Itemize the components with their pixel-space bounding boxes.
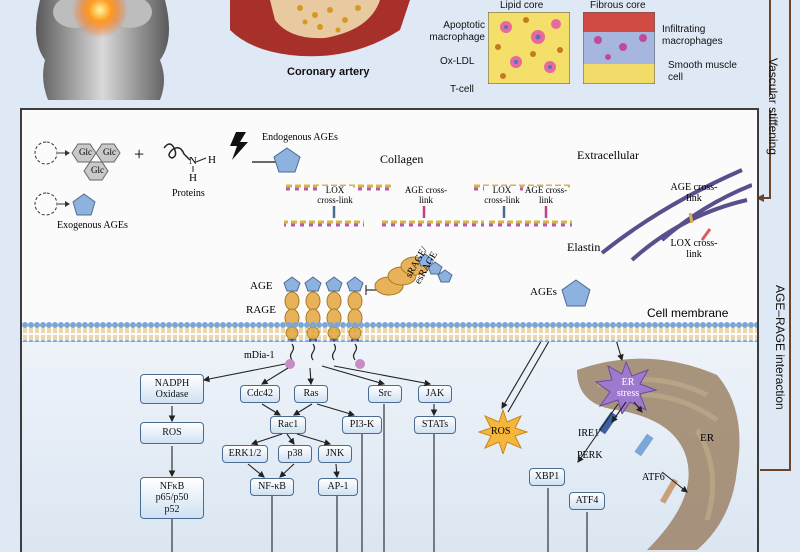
cdc42-box: Cdc42 [240, 385, 280, 403]
glc-label-3: Glc [91, 165, 104, 175]
mdia1-label: mDia-1 [244, 350, 275, 361]
coronary-artery-illustration [230, 0, 410, 57]
lipid-core-illustration [488, 12, 570, 84]
lipid-core-title: Lipid core [500, 0, 544, 11]
feedback-arrows [756, 0, 791, 471]
lox-crosslink-label-2: LOX cross-link [484, 185, 520, 206]
h-atom-1: H [208, 154, 216, 166]
ages-pentagon [561, 279, 591, 307]
proteins-label: Proteins [172, 188, 205, 199]
jnk-box: JNK [318, 445, 352, 463]
lox-crosslink-label-1: LOX cross-link [317, 185, 353, 206]
er-label: ER [700, 432, 715, 444]
endogenous-age-pentagon [273, 147, 301, 173]
perk-label: PERK [577, 450, 603, 461]
stats-box: STATs [414, 416, 456, 434]
signaling-arrows [168, 342, 688, 552]
plus-sign: + [134, 144, 145, 164]
lox-crosslink-elastin-label: LOX cross-link [670, 238, 718, 260]
t-cell-label: T-cell [450, 84, 474, 95]
n-atom: N [189, 155, 197, 167]
extracellular-label: Extracellular [577, 148, 639, 162]
coronary-artery-label: Coronary artery [287, 66, 370, 78]
jak-box: JAK [418, 385, 452, 403]
p38-box: p38 [278, 445, 312, 463]
infiltrating-macrophages-label: Infiltrating macrophages [662, 24, 723, 47]
ap1-box: AP-1 [318, 478, 358, 496]
er-stress-star [594, 360, 658, 414]
smooth-muscle-cell-label: Smooth muscle cell [668, 60, 737, 83]
endogenous-ages-label: Endogenous AGEs [262, 132, 338, 143]
glc-label-1: Glc [79, 147, 92, 157]
atf4-box: ATF4 [569, 492, 605, 510]
ros-star-label: ROS [491, 426, 511, 437]
ros-burst [477, 408, 529, 454]
xbp1-box: XBP1 [529, 468, 565, 486]
protein-chain-icon [163, 143, 207, 172]
glucose-molecules [34, 141, 121, 216]
age-crosslink-label-2: AGE cross-link [524, 185, 568, 206]
elastin-label: Elastin [567, 240, 601, 254]
ras-box: Ras [294, 385, 328, 403]
apoptotic-macrophage-label: Apoptotic macrophage [429, 20, 485, 43]
soluble-rage-decoy [374, 253, 453, 296]
glc-label-2: Glc [103, 147, 116, 157]
atf6-label: ATF6 [642, 472, 665, 483]
erk12-box: ERK1/2 [222, 445, 268, 463]
fibrous-core-title: Fibrous core [590, 0, 646, 11]
collagen-label: Collagen [380, 152, 424, 166]
age-crosslink-label-1: AGE cross-link [404, 185, 448, 206]
nfkb-p65-box: NFκB p65/p50 p52 [140, 477, 204, 519]
age-label: AGE [250, 280, 273, 292]
cell-membrane-label: Cell membrane [647, 306, 729, 320]
exogenous-ages-label: Exogenous AGEs [57, 220, 128, 231]
mechanism-panel: Glc Glc Glc + N H H Proteins Endogenous … [20, 108, 759, 552]
ros-box: ROS [140, 422, 204, 444]
rac1-box: Rac1 [270, 416, 306, 434]
h-atom-2: H [189, 172, 197, 184]
human-torso-illustration [36, 0, 169, 100]
ox-ldl-label: Ox-LDL [440, 56, 475, 67]
top-section: Coronary artery Lipid core Apoptotic mac… [0, 0, 800, 108]
nadph-oxidase-box: NADPH Oxidase [140, 374, 204, 404]
rage-cytoplasmic-tails [285, 343, 365, 369]
fibrous-core-illustration [583, 12, 655, 84]
er-stress-label: ER stress [616, 377, 640, 399]
age-rage-interaction-label: AGE–RAGE interaction [773, 285, 787, 410]
ire1-label: IRE1 [578, 428, 600, 439]
age-crosslink-elastin-label: AGE cross-link [670, 182, 718, 204]
rage-label: RAGE [246, 304, 276, 316]
vascular-stiffening-label: Vascular stiffening [766, 58, 780, 155]
nfkb-box: NF-κB [250, 478, 294, 496]
ages-label: AGEs [530, 286, 557, 298]
pi3k-box: PI3-K [342, 416, 382, 434]
elastin-fibers [600, 168, 752, 262]
